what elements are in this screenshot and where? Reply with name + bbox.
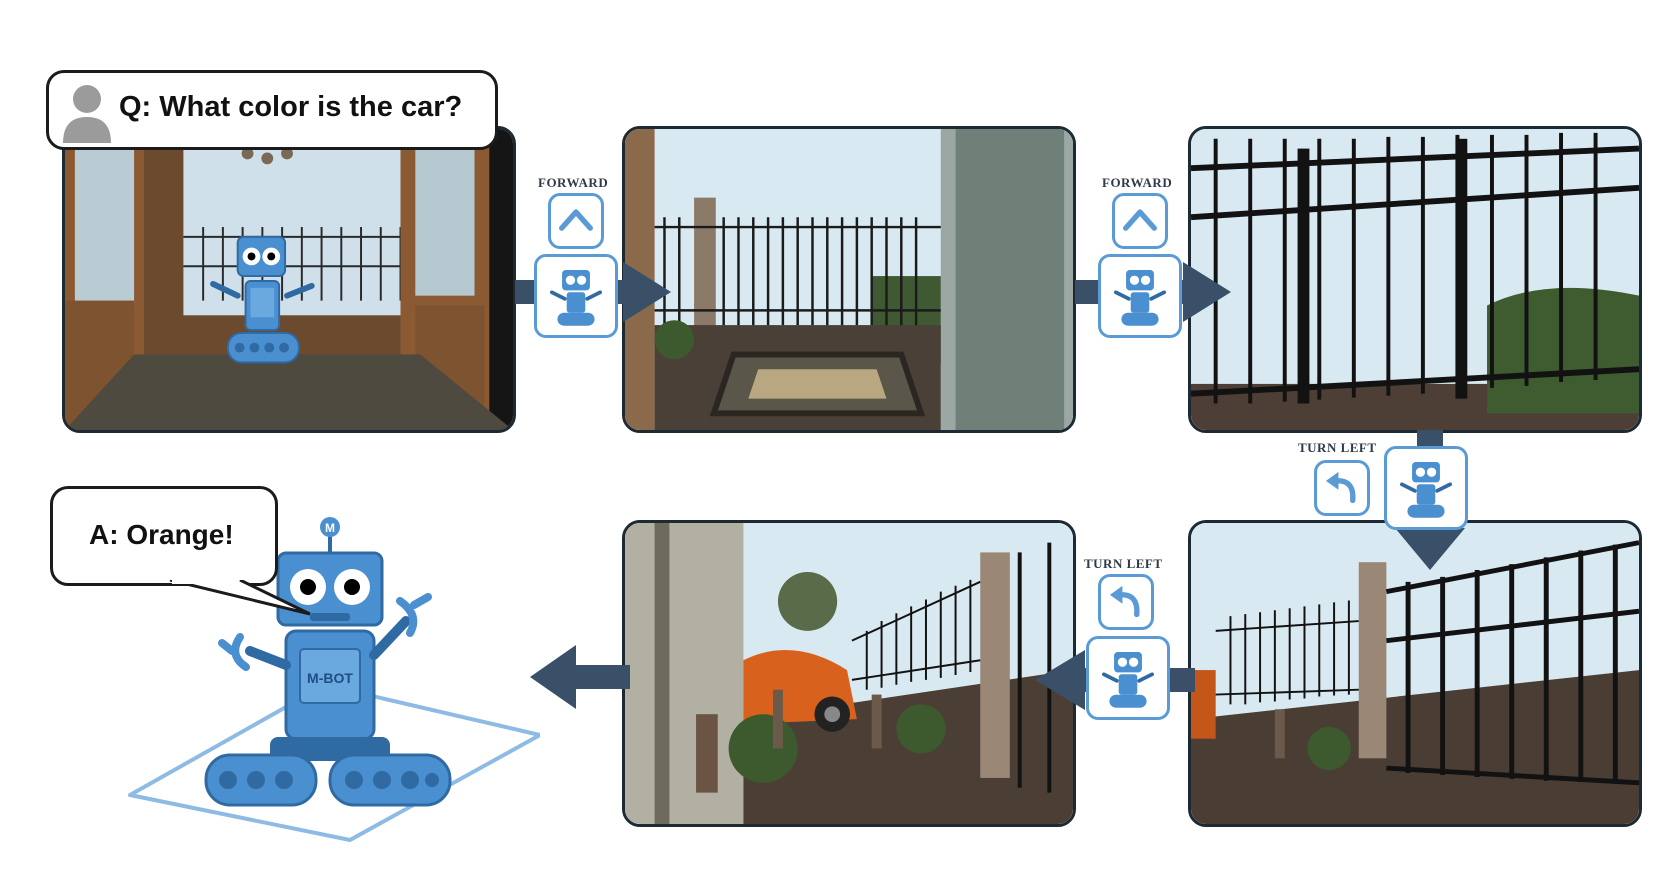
question-bubble: Q: What color is the car? (46, 70, 498, 150)
action-label-step4: TURN LEFT (1084, 556, 1163, 571)
answer-bubble-tail (169, 580, 311, 616)
chevron-up-icon (548, 193, 604, 249)
robot-icon (1098, 254, 1182, 338)
robot-icon (1086, 636, 1170, 720)
chevron-up-icon (1112, 193, 1168, 249)
question-text: Q: What color is the car? (119, 91, 463, 123)
turn-left-icon (1314, 460, 1370, 516)
arrow-left-2 (530, 645, 630, 709)
scene-2-porch-gate (622, 126, 1076, 433)
scene-5-orange-car (622, 520, 1076, 827)
scene-4-turned-left-gate (1188, 520, 1642, 827)
scene-1-indoor-room (62, 126, 516, 433)
robot-icon (1384, 446, 1468, 530)
answering-robot: M M-BOT (110, 505, 540, 845)
answer-text: A: Orange! (89, 519, 234, 550)
user-silhouette-icon (59, 81, 115, 145)
robot-body-label: M-BOT (307, 670, 353, 686)
action-label-step1: FORWARD (538, 175, 609, 190)
turn-left-icon (1098, 574, 1154, 630)
action-label-step2: FORWARD (1102, 175, 1173, 190)
robot-badge: M (325, 521, 335, 535)
robot-icon (534, 254, 618, 338)
scene-3-gate-closeup (1188, 126, 1642, 433)
action-label-step3: TURN LEFT (1298, 440, 1377, 455)
answer-bubble: A: Orange! (50, 486, 278, 586)
